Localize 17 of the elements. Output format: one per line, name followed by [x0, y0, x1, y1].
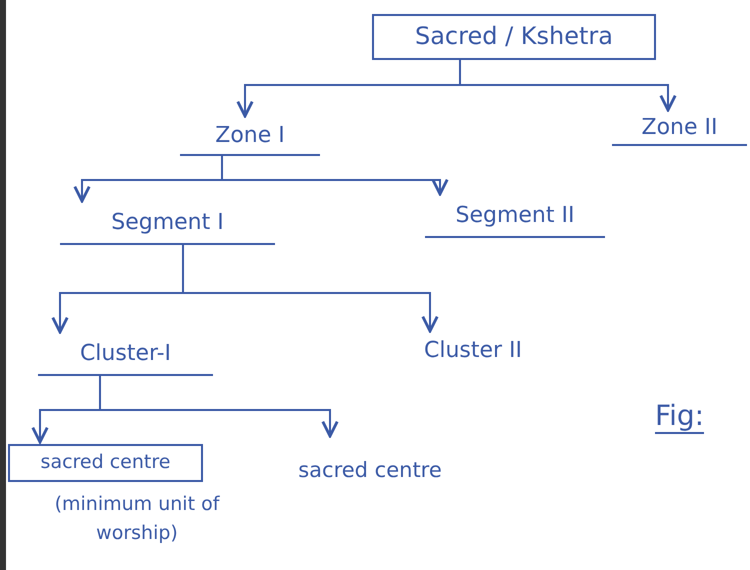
node-label: sacred centre — [298, 458, 442, 482]
boxed-node — [8, 444, 203, 482]
note-text: (minimum unit of worship) — [54, 492, 221, 546]
boxed-node — [372, 14, 656, 60]
node-label: Segment I — [111, 210, 224, 236]
node-label: Zone II — [642, 115, 718, 141]
arrow — [459, 60, 677, 112]
node-label: Zone I — [215, 123, 285, 149]
arrow — [99, 376, 339, 438]
node-label: Segment II — [456, 203, 574, 229]
arrow — [221, 156, 449, 196]
figure-label: Fig: — [655, 400, 704, 434]
node-label: Cluster-I — [80, 341, 172, 367]
node-label: Sacred / Kshetra — [414, 23, 614, 51]
arrow — [182, 245, 439, 332]
node-label: Cluster II — [424, 338, 522, 364]
node-label: sacred centre — [40, 452, 170, 474]
